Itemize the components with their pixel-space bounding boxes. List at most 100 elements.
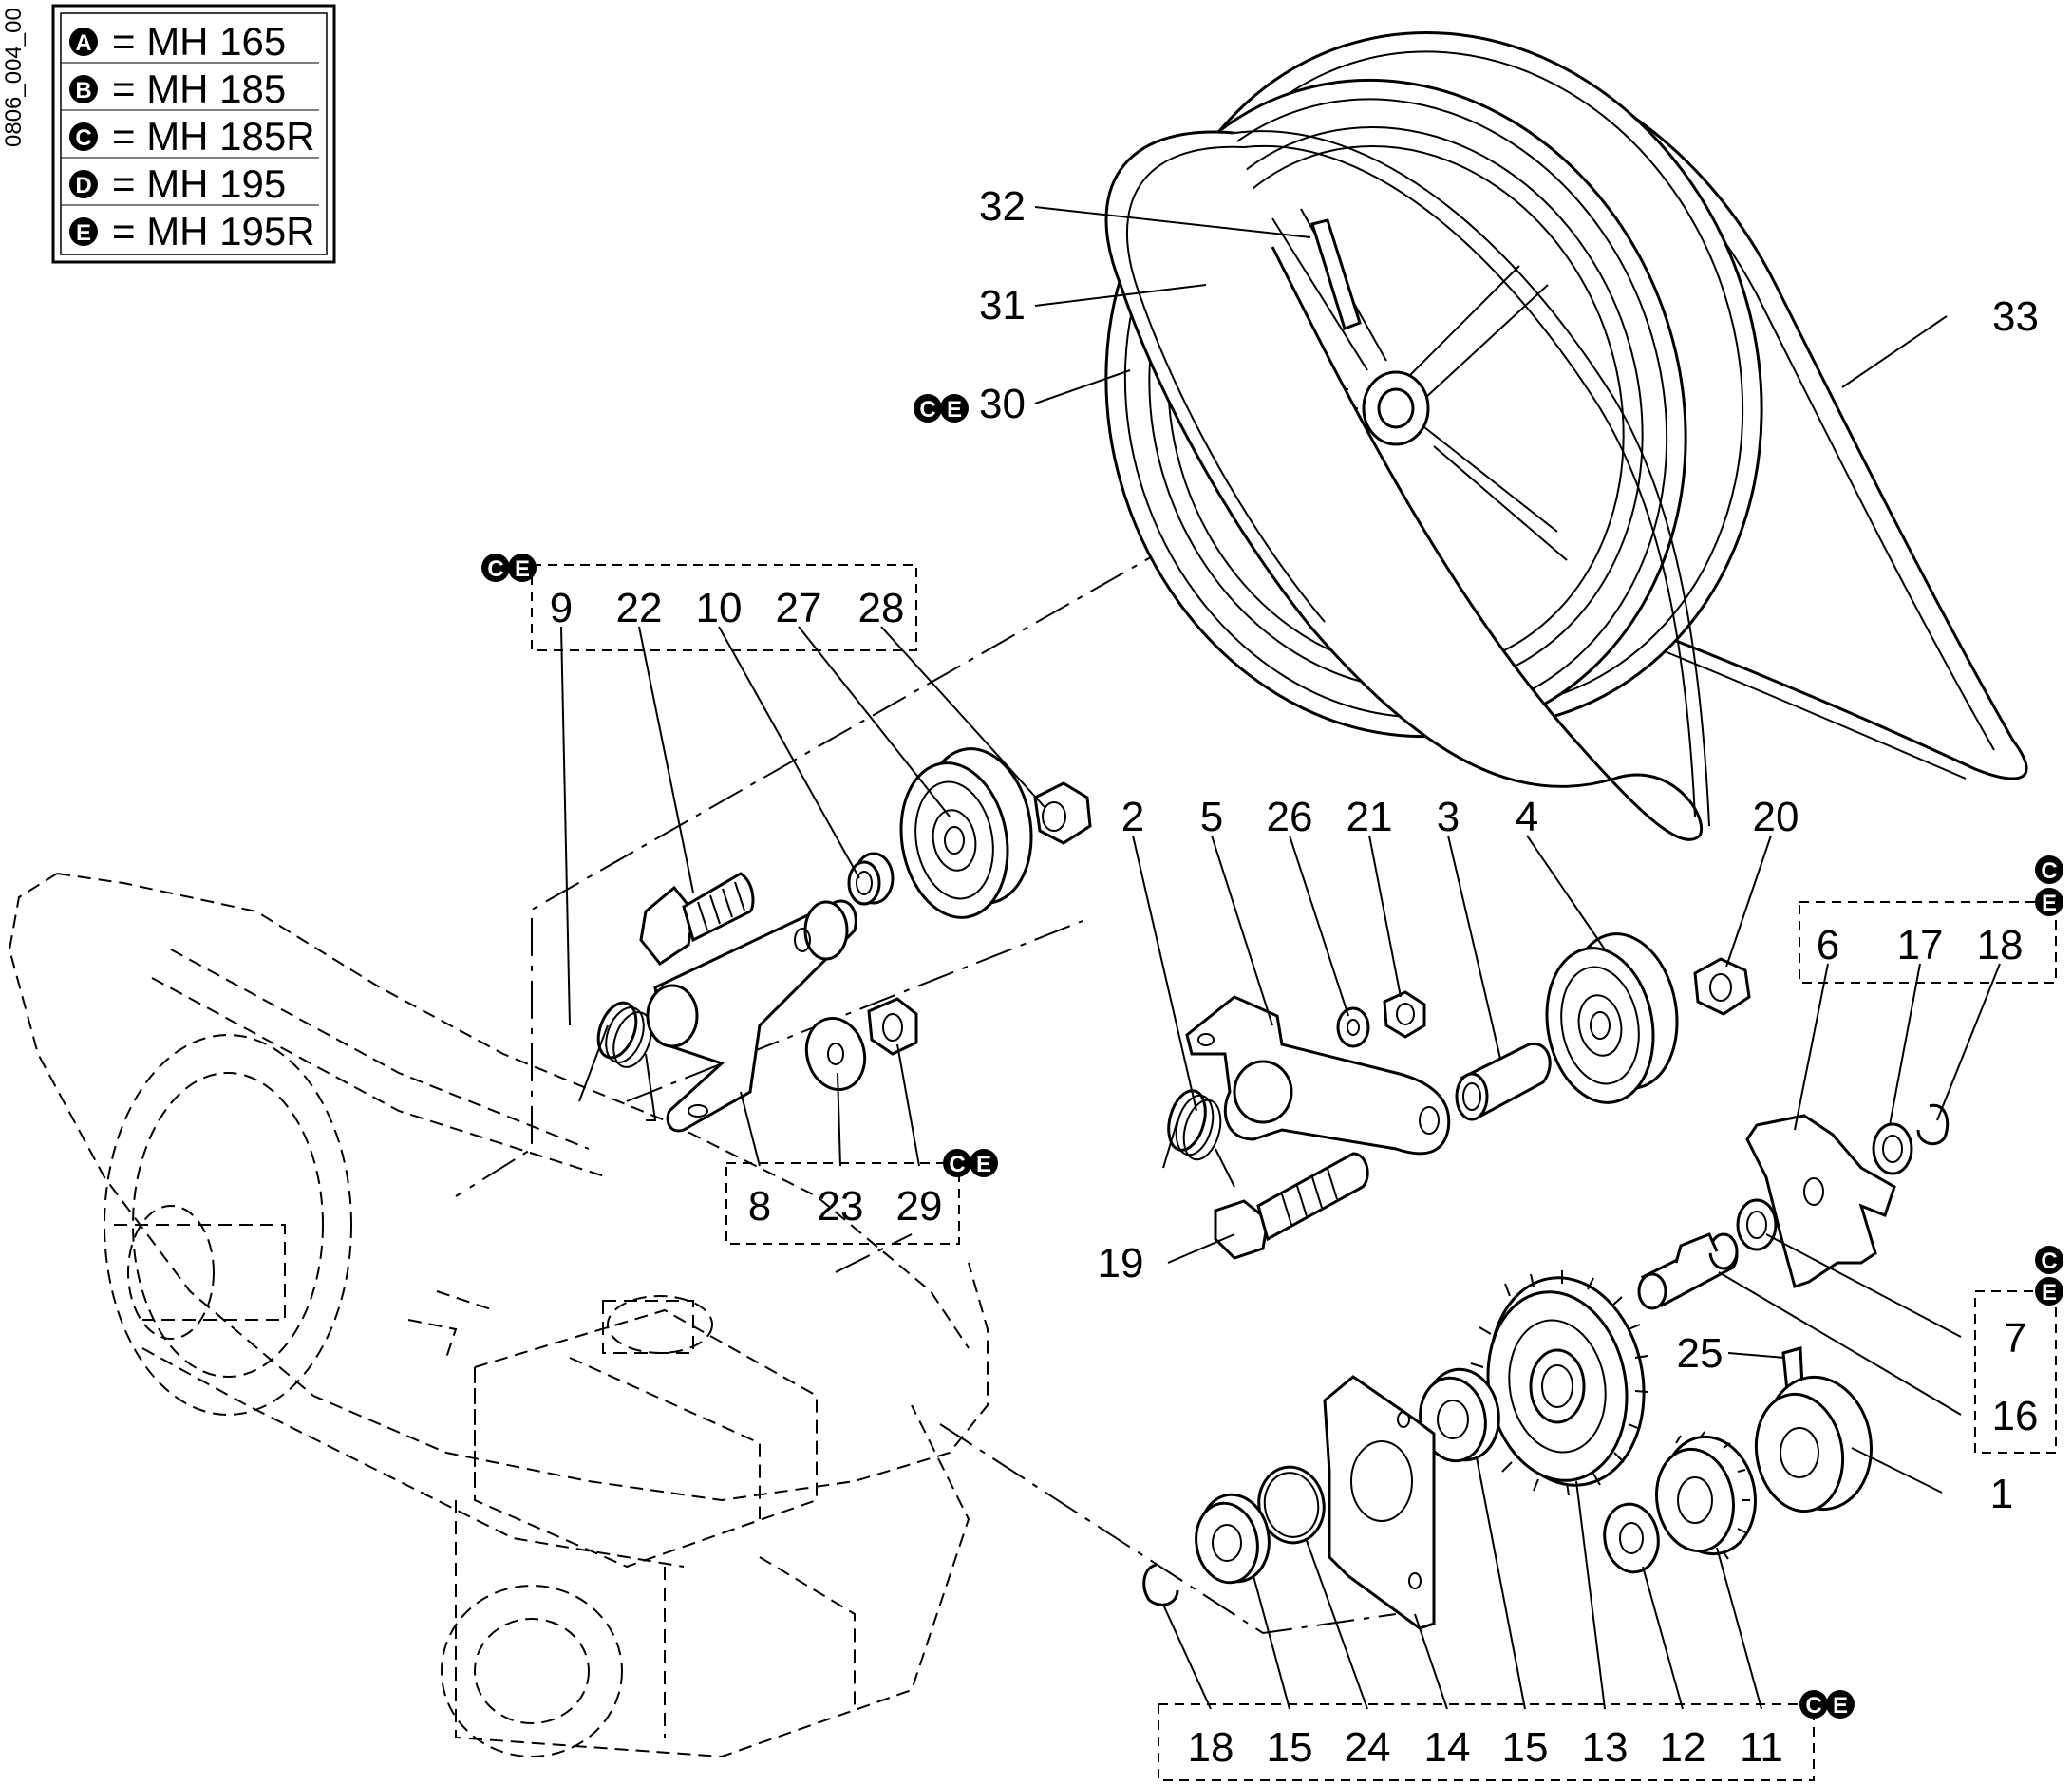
- callout-12: 12: [1660, 1724, 1706, 1771]
- legend-row-a: A = MH 165: [69, 19, 286, 64]
- badge-c-icon: [914, 394, 942, 423]
- badge-e-icon: [2035, 888, 2063, 916]
- legend-row-c: C = MH 185R: [69, 114, 315, 159]
- nut-20: [1693, 957, 1751, 1016]
- callout-21: 21: [1347, 794, 1393, 840]
- badge-d-icon: [69, 170, 98, 198]
- callout-33: 33: [1992, 293, 2039, 340]
- shaft-16: [1637, 1232, 1739, 1310]
- nut-21: [1383, 990, 1426, 1039]
- callout-25: 25: [1677, 1330, 1724, 1377]
- group-box-right-lower: [1974, 1290, 2057, 1454]
- svg-text:E: E: [947, 397, 962, 423]
- group-box-right-upper: [1799, 901, 2057, 984]
- callout-29: 29: [896, 1183, 943, 1230]
- small-gear-11: [1655, 1431, 1757, 1560]
- v-belt-31: [1104, 130, 1703, 841]
- legend-text: = MH 195: [112, 161, 286, 206]
- callout-24: 24: [1345, 1724, 1391, 1771]
- svg-text:C: C: [949, 1152, 965, 1177]
- callout-20: 20: [1753, 794, 1799, 840]
- legend-badge: A: [75, 30, 91, 56]
- svg-text:E: E: [1833, 1693, 1848, 1719]
- large-pulley-assembly: [1104, 30, 2028, 841]
- callout-labels: 32 31 30 33 9 22 10 27 28 8 23 29 2 5 26…: [550, 183, 2039, 1771]
- callout-9: 9: [550, 585, 573, 631]
- callout-19: 19: [1098, 1240, 1144, 1287]
- spring-9: [578, 1001, 657, 1121]
- callout-4: 4: [1516, 794, 1538, 840]
- legend-text: = MH 195R: [112, 209, 315, 254]
- callout-6: 6: [1817, 922, 1839, 968]
- washer-12: [1603, 1502, 1660, 1574]
- group-badges: C E C E C E C E C E C E: [481, 394, 2063, 1719]
- bolt-19: [1214, 1152, 1369, 1260]
- washer-26: [1336, 1006, 1370, 1048]
- badge-c-icon: [481, 554, 510, 582]
- engine-housing-outline: [8, 873, 989, 1758]
- badge-c-icon: [69, 122, 98, 151]
- callout-31: 31: [979, 282, 1026, 329]
- callout-18-top: 18: [1977, 922, 2024, 968]
- washer-17: [1872, 1122, 1913, 1175]
- badge-c-icon: [2035, 855, 2063, 884]
- badge-b-icon: [69, 75, 98, 103]
- svg-text:C: C: [2041, 858, 2057, 884]
- callout-2: 2: [1121, 794, 1144, 840]
- badge-e-icon: [970, 1149, 998, 1177]
- tensioner-arm-8: [653, 899, 857, 1133]
- bearing-15-right: [1419, 1367, 1500, 1463]
- badge-e-icon: [2035, 1277, 2063, 1306]
- legend-row-e: E = MH 195R: [69, 209, 315, 254]
- badge-a-icon: [69, 28, 98, 56]
- badge-e-icon: [69, 217, 98, 246]
- svg-text:E: E: [2042, 1280, 2057, 1306]
- spring-2: [1162, 1089, 1235, 1188]
- callout-27: 27: [776, 585, 822, 631]
- drawing-code: 0806_004_00: [1, 8, 27, 147]
- callout-13: 13: [1582, 1724, 1629, 1771]
- badge-c-icon: [1799, 1690, 1828, 1719]
- circlip-24: [1257, 1465, 1326, 1545]
- leader-lines: [560, 206, 2001, 1710]
- group-box-bottom: [1158, 1703, 1815, 1781]
- legend-text: = MH 165: [112, 19, 286, 64]
- callout-11: 11: [1740, 1724, 1783, 1771]
- callout-7: 7: [2004, 1315, 2026, 1362]
- callout-1: 1: [1990, 1471, 2013, 1517]
- spacer-3: [1455, 1042, 1552, 1121]
- svg-text:C: C: [487, 556, 503, 582]
- callout-22: 22: [616, 585, 663, 631]
- washer-23: [804, 1016, 867, 1092]
- callout-5: 5: [1200, 794, 1223, 840]
- badge-e-icon: [940, 394, 969, 423]
- large-gear-13: [1470, 1270, 1648, 1496]
- tensioner-arm-assembly-middle: [1162, 932, 1751, 1260]
- svg-text:E: E: [515, 556, 530, 582]
- callout-8: 8: [748, 1183, 771, 1230]
- legend-row-b: B = MH 185: [69, 66, 286, 111]
- callout-16: 16: [1992, 1393, 2039, 1439]
- tensioner-arm-assembly-left: [578, 747, 1092, 1133]
- callout-17: 17: [1897, 922, 1944, 968]
- legend-badge: D: [75, 173, 91, 198]
- svg-text:C: C: [1805, 1693, 1821, 1719]
- callout-15-left: 15: [1267, 1724, 1313, 1771]
- idler-pulley-4: [1545, 932, 1679, 1104]
- nut-29: [867, 997, 918, 1056]
- svg-text:C: C: [2041, 1249, 2057, 1274]
- badge-c-icon: [2035, 1246, 2063, 1274]
- circlip-18-bottom: [1142, 1563, 1179, 1606]
- arm-pivot: [646, 984, 699, 1048]
- callout-15-right: 15: [1502, 1724, 1549, 1771]
- svg-text:E: E: [2042, 891, 2057, 916]
- bolt-22: [639, 872, 755, 967]
- bushing-10: [847, 852, 895, 906]
- callout-23: 23: [818, 1183, 864, 1230]
- group-box-mid-left: [725, 1162, 960, 1245]
- bearing-plate-14: [1323, 1375, 1436, 1630]
- key-32: [1310, 218, 1362, 330]
- bearing-15-left: [1195, 1493, 1271, 1585]
- badge-e-icon: [508, 554, 537, 582]
